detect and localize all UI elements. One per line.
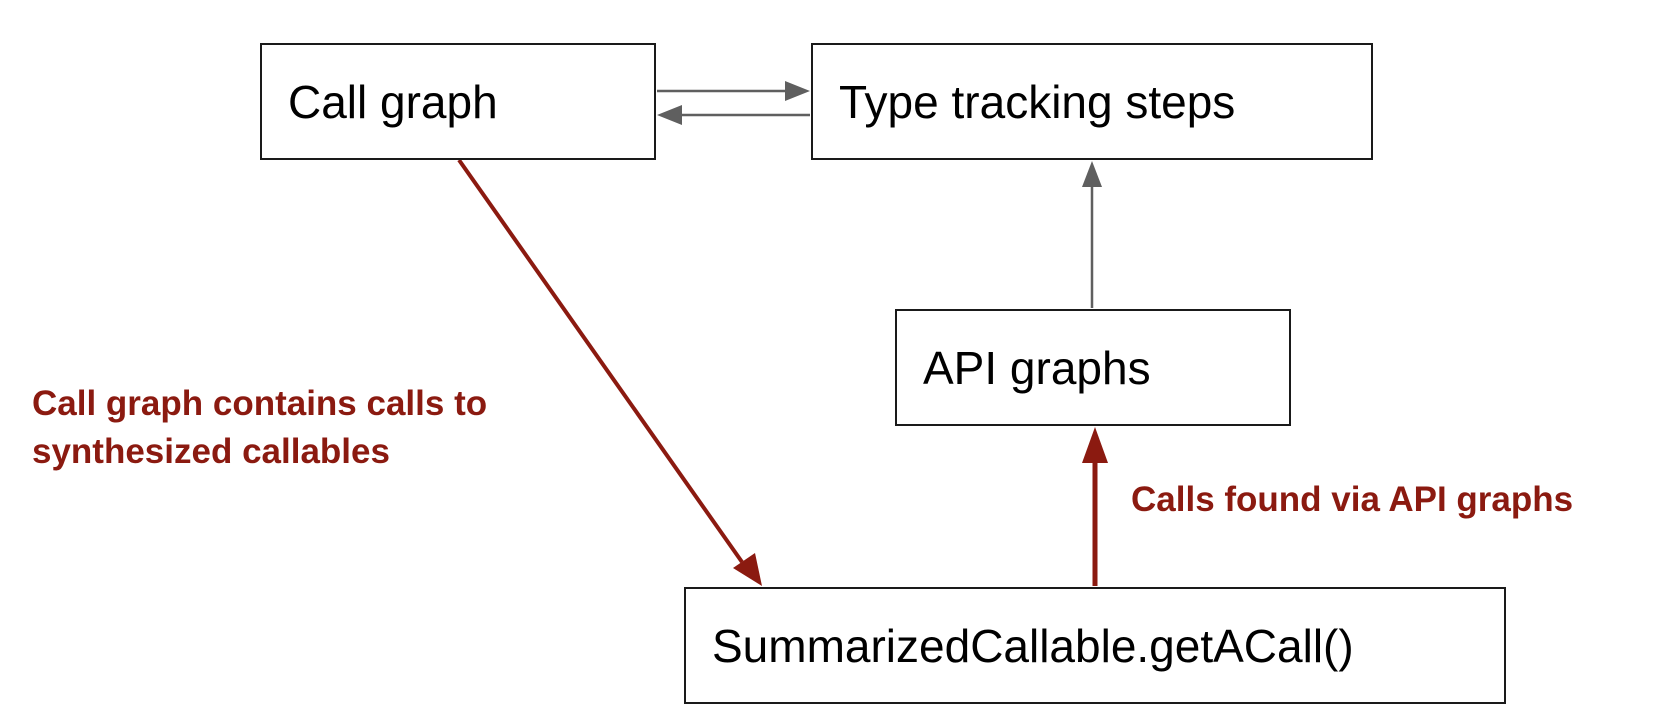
arrowhead-left-icon xyxy=(657,105,682,125)
node-type-tracking-steps: Type tracking steps xyxy=(811,43,1373,160)
edge-label-call-graph-contains-calls: Call graph contains calls to synthesized… xyxy=(32,380,487,476)
node-summarized-callable: SummarizedCallable.getACall() xyxy=(684,587,1506,704)
arrowhead-right-icon xyxy=(785,81,810,101)
node-api-graphs-label: API graphs xyxy=(923,341,1151,394)
node-api-graphs: API graphs xyxy=(895,309,1291,426)
node-type-tracking-steps-label: Type tracking steps xyxy=(839,75,1236,128)
edge-call-graph-to-summarized xyxy=(457,158,744,564)
node-call-graph: Call graph xyxy=(260,43,656,160)
edge-label-calls-found-via-api: Calls found via API graphs xyxy=(1131,480,1574,519)
edge-label-line-2: synthesized callables xyxy=(32,432,390,471)
arrowhead-up-icon xyxy=(1082,161,1102,187)
node-summarized-callable-label: SummarizedCallable.getACall() xyxy=(712,619,1354,672)
node-call-graph-label: Call graph xyxy=(288,75,498,128)
arrowhead-red-diagonal-icon xyxy=(733,553,762,586)
arrowhead-red-up-icon xyxy=(1082,427,1108,463)
edge-label-line-1: Call graph contains calls to xyxy=(32,384,488,423)
